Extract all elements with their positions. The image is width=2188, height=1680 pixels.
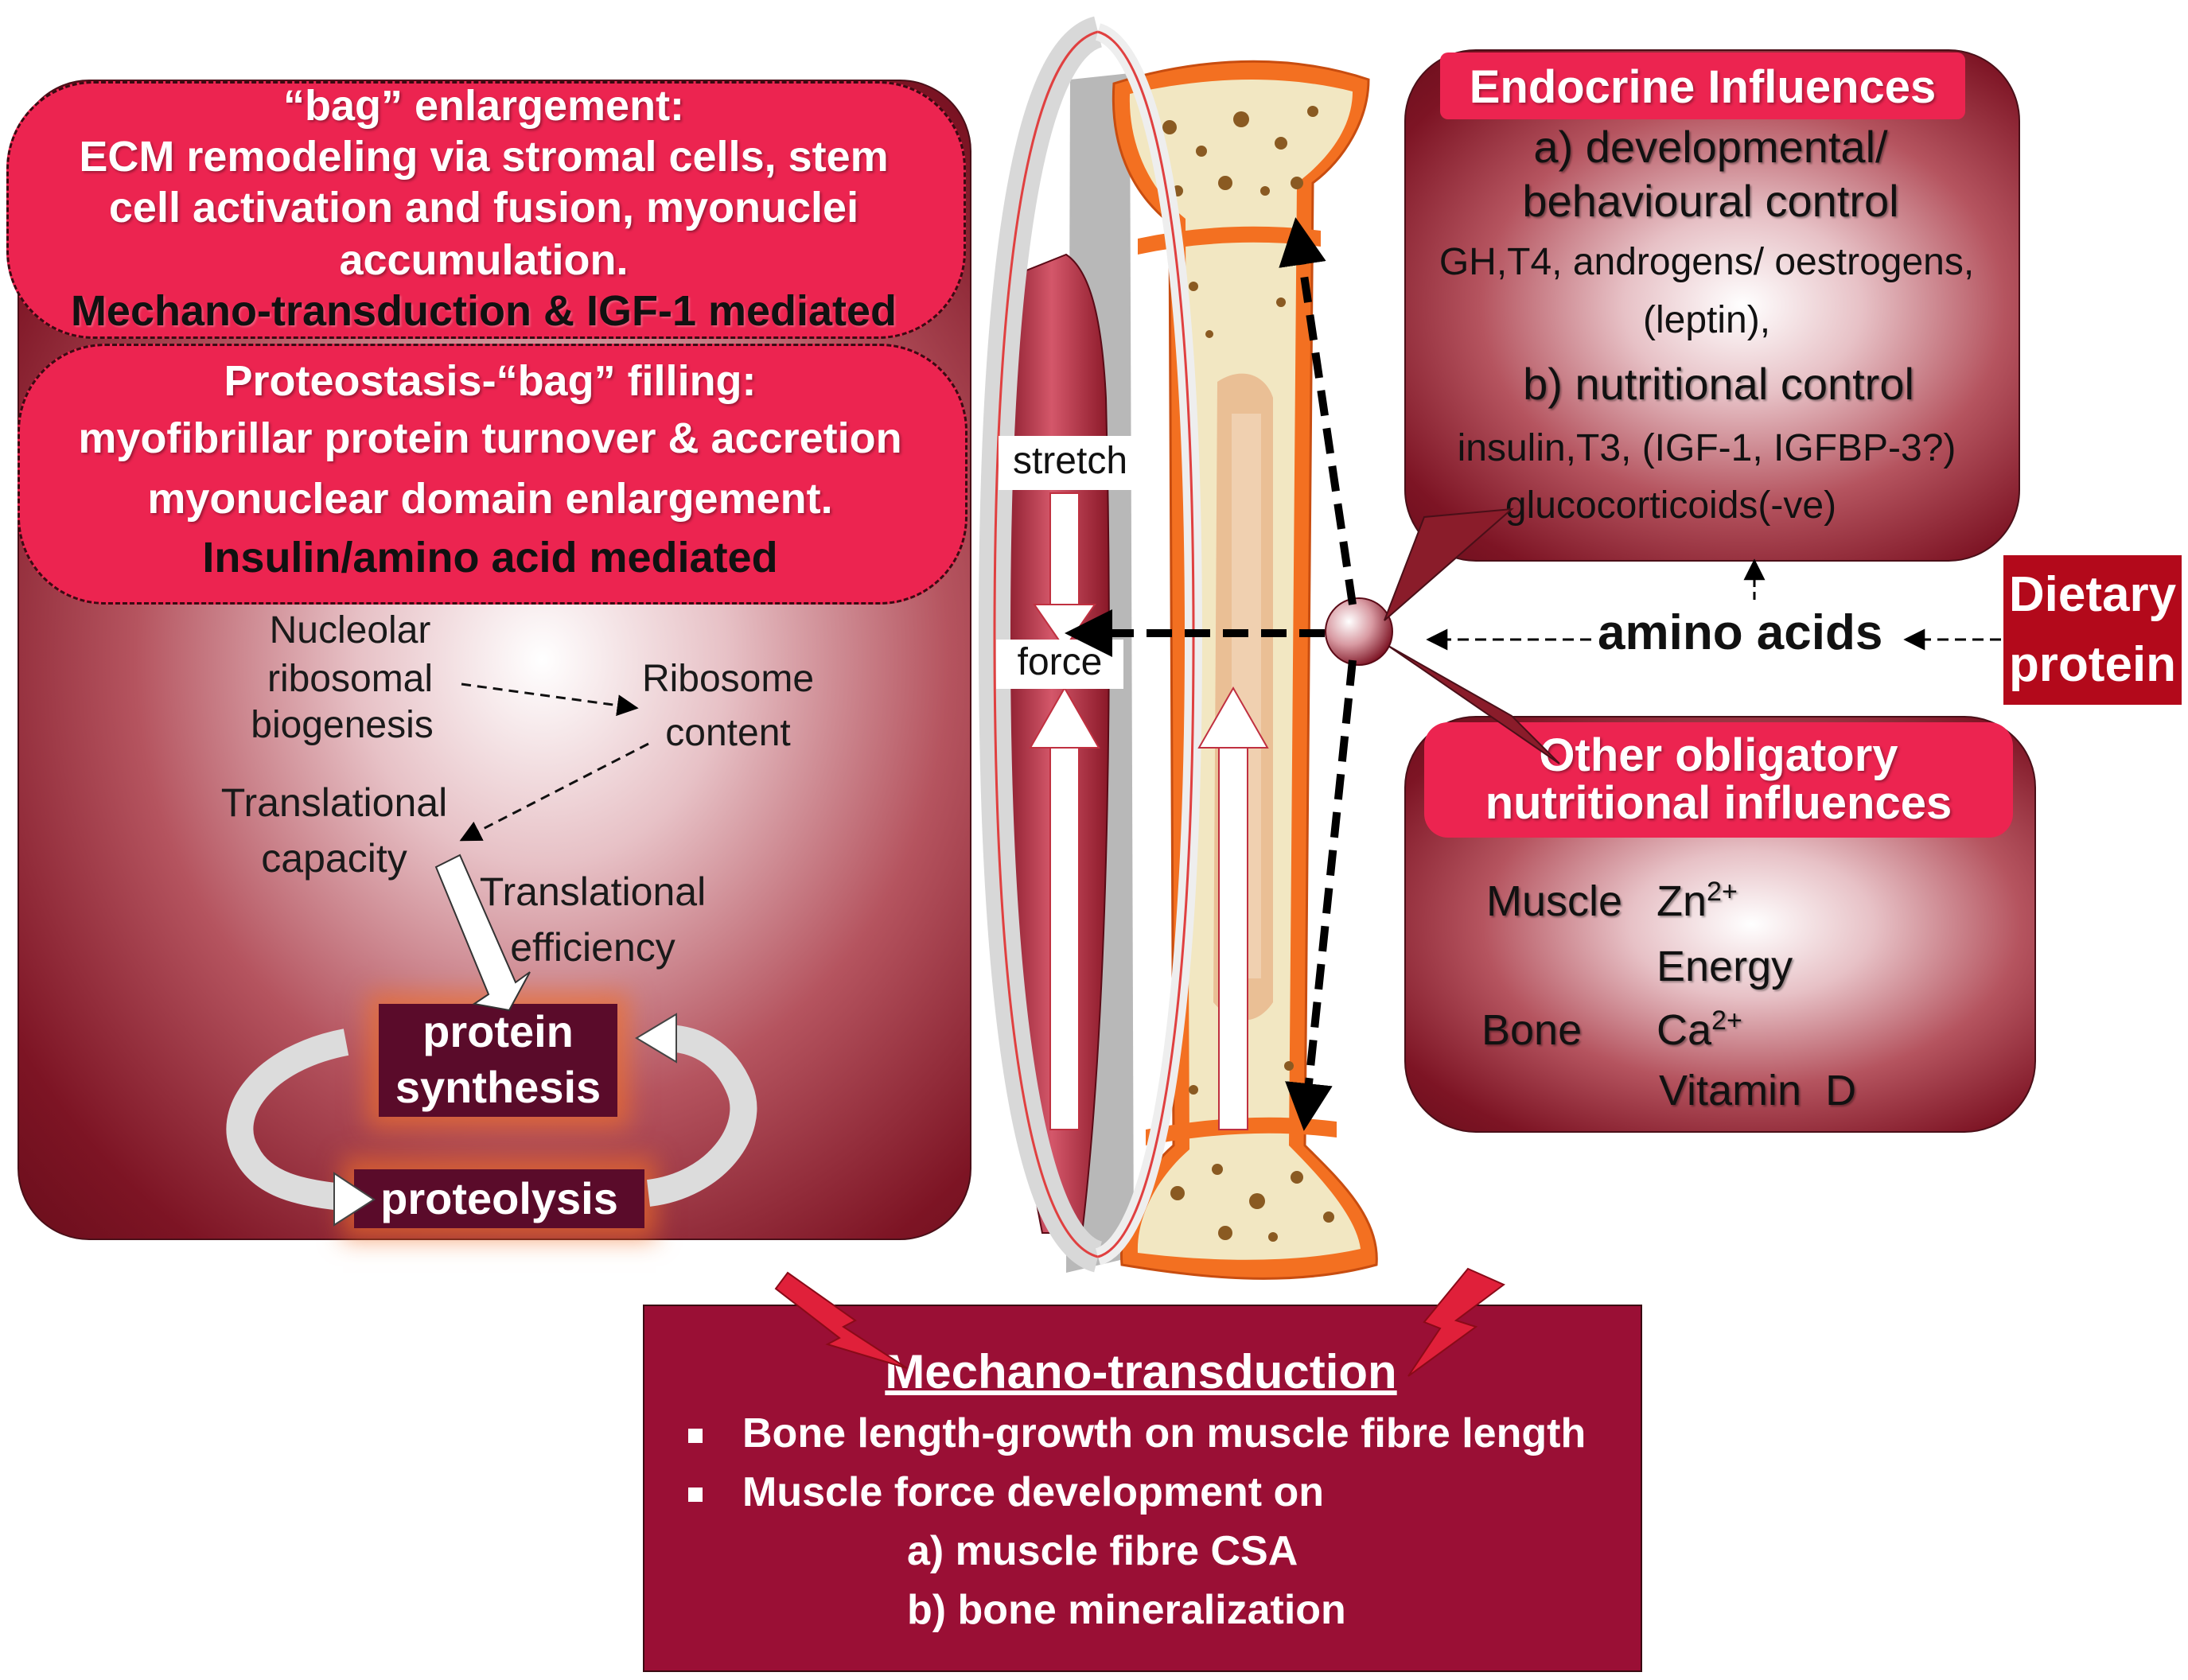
ca-symbol: Ca [1657, 1006, 1712, 1054]
bag-enlargement-line4: Mechano-transduction & IGF-1 mediated [70, 287, 897, 335]
nucleolar-line1: Nucleolar [269, 609, 431, 651]
endocrine-tail [1384, 508, 1514, 621]
translational-efficiency-line2: efficiency [510, 925, 675, 970]
growth-plate-top [1138, 226, 1321, 255]
bag-filling-box [18, 344, 967, 605]
mechano-box [643, 1305, 1642, 1672]
ca-value: Ca2+ [1657, 1005, 1742, 1055]
stretch-label: stretch [1012, 440, 1128, 482]
nucleolar-line3: biogenesis [251, 704, 434, 746]
other-nutritional-header2: nutritional influences [1485, 777, 1952, 829]
bag-filling-line2: myonuclear domain enlargement. [147, 475, 833, 523]
mechano-bullet1-text: Bone length-growth on muscle fibre lengt… [742, 1410, 1586, 1456]
zn-charge: 2+ [1707, 877, 1738, 907]
hoop-band-front-edge [993, 30, 1099, 1258]
bone-texture-bottom [1170, 1061, 1334, 1242]
other-nutritional-header1: Other obligatory [1539, 729, 1898, 781]
central-node [1325, 597, 1393, 666]
cycle-arrow-right-head [635, 1013, 677, 1064]
protein-synthesis-line2: synthesis [395, 1062, 602, 1112]
proteolysis-box: proteolysis [354, 1169, 644, 1228]
lightning-left-icon [774, 1271, 908, 1369]
efficiency-arrow [434, 854, 531, 1012]
energy-value: Energy [1657, 943, 1793, 990]
zn-value: Zn2+ [1657, 877, 1738, 926]
dietary-protein-line2: protein [2008, 637, 2177, 692]
mechano-bullet2: Muscle force development on [688, 1468, 1324, 1516]
mechano-sub-a: a) muscle fibre CSA [907, 1528, 1298, 1574]
endocrine-a-items1: GH,T4, androgens/ oestrogens, [1439, 241, 1975, 283]
mechano-sub-b: b) bone mineralization [907, 1587, 1346, 1633]
endocrine-b-items2: glucocorticoids(-ve) [1505, 484, 1837, 527]
muscle-label: Muscle [1486, 877, 1623, 925]
endocrine-header-box [1440, 52, 1965, 119]
translational-capacity-line2: capacity [261, 836, 407, 881]
proteolysis-label: proteolysis [380, 1173, 618, 1223]
ribosome-content-line1: Ribosome [641, 658, 815, 700]
cycle-arrow-right [646, 1025, 757, 1207]
cycle-arrow-left [226, 1029, 349, 1211]
bullet-icon [688, 1488, 703, 1503]
arrow-node-to-top-bone [1279, 217, 1357, 605]
stretch-label-box [999, 436, 1142, 490]
arrow-ribosome-to-capacity [459, 742, 649, 842]
endocrine-a-line1: a) developmental/ [1533, 122, 1888, 172]
ribosome-content-line2: content [665, 712, 791, 754]
dietary-protein-line1: Dietary [2008, 567, 2177, 622]
zn-symbol: Zn [1657, 877, 1707, 925]
force-arrow-left [1029, 686, 1100, 1130]
vitamin-d-value: Vitamin D [1659, 1067, 1857, 1114]
force-arrow-right [1197, 686, 1269, 1130]
ca-charge: 2+ [1711, 1005, 1742, 1036]
endocrine-a-items2: (leptin), [1642, 299, 1771, 341]
protein-synthesis-box: protein synthesis [379, 1004, 617, 1117]
lightning-right-icon [1407, 1267, 1505, 1377]
bag-enlargement-line2: cell activation and fusion, myonuclei [108, 184, 859, 231]
bag-enlargement-box [6, 81, 966, 339]
bag-enlargement-line3: accumulation. [339, 236, 629, 284]
dietary-protein-box [2003, 555, 2182, 705]
bone-label: Bone [1481, 1006, 1583, 1054]
bag-filling-line1: myofibrillar protein turnover & accretio… [78, 414, 902, 462]
protein-synthesis-line1: protein [422, 1006, 574, 1056]
translational-capacity-line1: Translational [220, 780, 448, 825]
mechano-title: Mechano-transduction [885, 1345, 1397, 1398]
arrow-nucleolar-to-ribosome [461, 682, 639, 717]
endocrine-panel [1404, 49, 2020, 562]
bone-texture-top [1162, 106, 1318, 338]
bag-filling-line3: Insulin/amino acid mediated [202, 534, 778, 581]
bullet-icon [688, 1429, 703, 1444]
amino-acids-label: amino acids [1593, 605, 1888, 661]
endocrine-header: Endocrine Influences [1469, 61, 1937, 113]
endocrine-b-items1: insulin,T3, (IGF-1, IGFBP-3?) [1457, 427, 1956, 469]
force-label: force [1017, 641, 1103, 683]
other-nutritional-header-box [1424, 722, 2013, 838]
bag-enlargement-title: “bag” enlargement: [282, 82, 685, 130]
nucleolar-line2: ribosomal [267, 658, 434, 700]
bag-filling-title: Proteostasis-“bag” filling: [224, 357, 757, 405]
bag-enlargement-line1: ECM remodeling via stromal cells, stem [79, 133, 889, 181]
translational-efficiency-line1: Translational [479, 869, 707, 914]
endocrine-b-line: b) nutritional control [1523, 359, 1914, 409]
cycle-arrow-left-head [333, 1172, 376, 1227]
nutritional-tail [1388, 645, 1560, 764]
endocrine-a-line2: behavioural control [1522, 176, 1899, 226]
mechano-bullet2-text: Muscle force development on [742, 1469, 1325, 1515]
mechano-bullet1: Bone length-growth on muscle fibre lengt… [688, 1410, 1586, 1457]
arrow-node-to-bottom-bone [1285, 659, 1357, 1131]
